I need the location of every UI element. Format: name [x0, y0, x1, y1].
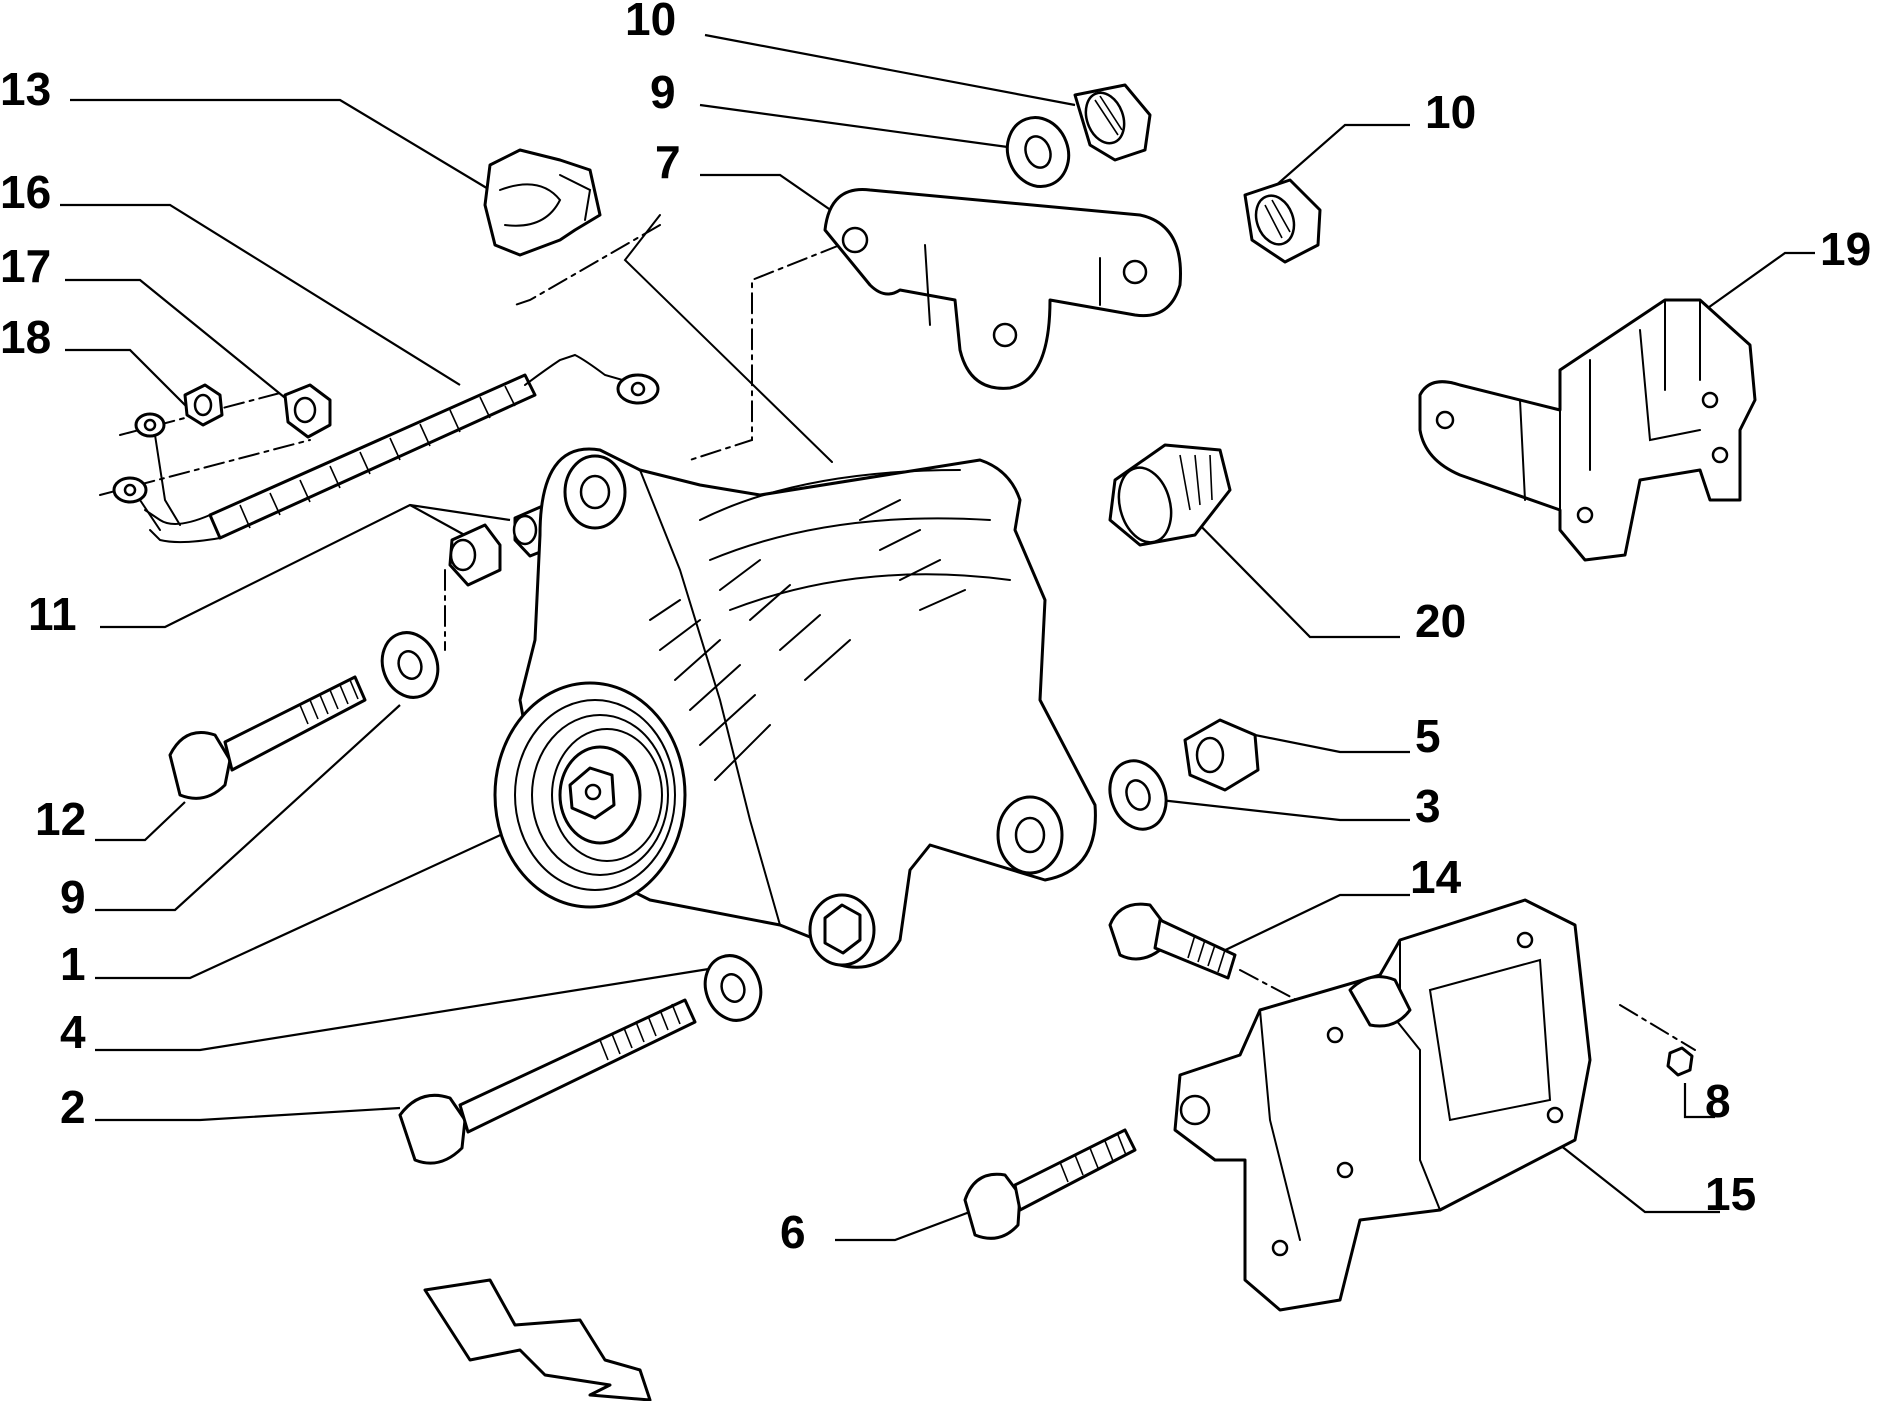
callout-10-right: 10 — [1425, 86, 1476, 138]
nut-10-right — [1243, 178, 1322, 264]
callout-9-left: 9 — [60, 871, 86, 923]
callout-20: 20 — [1415, 595, 1466, 647]
bolt-15 — [1108, 902, 1237, 980]
nut-5 — [1183, 718, 1260, 792]
callout-15: 14 — [1410, 851, 1462, 903]
callout-10-top: 10 — [625, 0, 676, 45]
callout-8: 8 — [1705, 1075, 1731, 1127]
callout-labels: 10 9 7 10 13 16 17 18 19 20 11 12 9 1 4 … — [0, 0, 1871, 1258]
nut-18 — [183, 383, 224, 427]
callout-9-top: 9 — [650, 66, 676, 118]
callout-14: 15 — [1705, 1168, 1756, 1220]
dowel-8 — [1666, 1046, 1694, 1077]
clip-13 — [483, 148, 602, 257]
callout-6: 6 — [780, 1206, 806, 1258]
callout-3: 3 — [1415, 780, 1441, 832]
callout-13: 13 — [0, 63, 51, 115]
support-bracket-14 — [1173, 898, 1592, 1312]
callout-17: 17 — [0, 240, 51, 292]
washer-9-top — [1005, 116, 1071, 188]
bracket-19 — [1418, 298, 1757, 562]
nut-10-top — [1073, 83, 1152, 162]
bolt-11 — [168, 675, 367, 800]
callout-19: 19 — [1820, 223, 1871, 275]
alternator-1 — [493, 447, 1097, 969]
washer-4 — [703, 954, 763, 1022]
callout-4: 4 — [60, 1006, 86, 1058]
bracket-7 — [823, 188, 1182, 390]
callout-5: 5 — [1415, 710, 1441, 762]
direction-arrow — [423, 1278, 652, 1401]
washer-3 — [1108, 759, 1168, 831]
callout-18: 18 — [0, 311, 51, 363]
callout-2: 2 — [60, 1081, 86, 1133]
nut-17 — [283, 383, 332, 439]
cable-16 — [112, 353, 660, 544]
callout-11: 12 — [35, 793, 86, 845]
callout-1: 1 — [60, 938, 86, 990]
washer-9-left — [380, 631, 440, 699]
callout-7: 7 — [655, 136, 681, 188]
callout-16: 16 — [0, 166, 51, 218]
bushing-20 — [1108, 443, 1232, 547]
bolt-6 — [963, 1128, 1137, 1240]
bolt-2 — [398, 998, 697, 1165]
callout-12: 11 — [28, 588, 77, 640]
